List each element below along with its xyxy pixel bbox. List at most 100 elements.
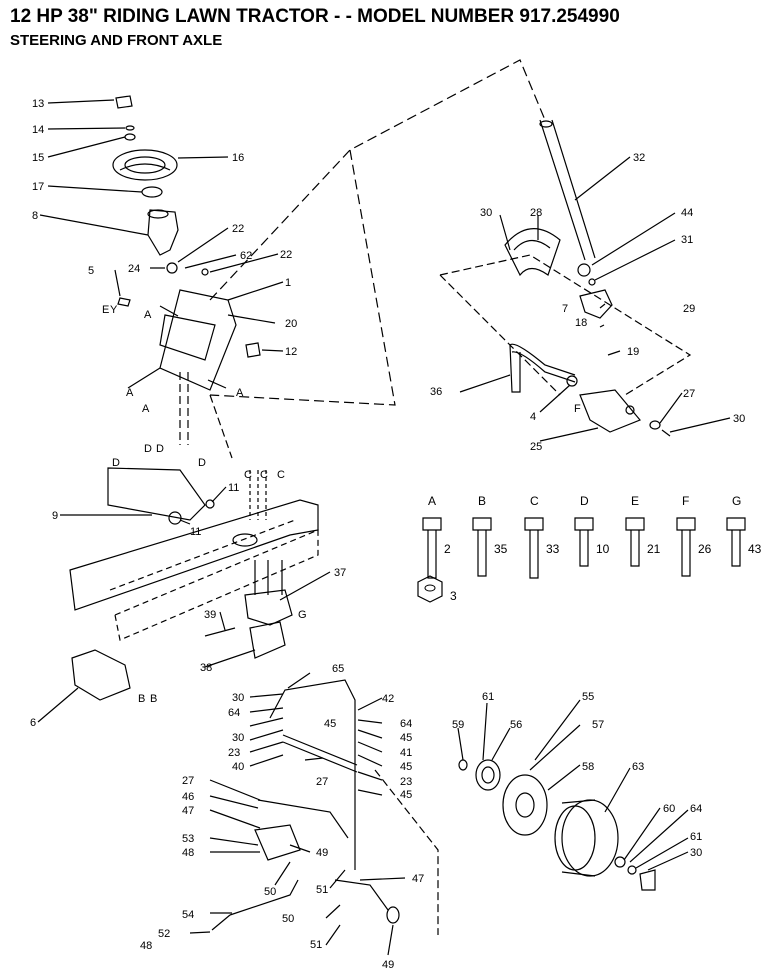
callout-7: 7 (562, 303, 568, 315)
hardware-part-number: 10 (596, 542, 610, 556)
callout-15: 15 (32, 152, 44, 164)
callout-Y: Y (110, 304, 118, 316)
callout-E: E (102, 304, 109, 316)
hardware-letter: F (682, 494, 689, 508)
callout-31: 31 (681, 234, 693, 246)
callout-30: 30 (480, 207, 492, 219)
callout-42: 42 (382, 693, 394, 705)
callout-11: 11 (228, 482, 239, 494)
hardware-item-B: B35 (472, 494, 508, 577)
callout-9: 9 (52, 510, 58, 522)
hardware-item-D: D 10 (574, 494, 610, 567)
callout-45: 45 (324, 718, 336, 730)
callout-41: 41 (400, 747, 412, 759)
hardware-part-number: 35 (494, 542, 508, 556)
rim-icon (502, 774, 548, 836)
callout-24: 24 (128, 263, 140, 275)
callout-C: C (260, 469, 268, 481)
callout-62: 62 (240, 250, 252, 262)
callout-B: B (150, 693, 157, 705)
callout-27: 27 (316, 776, 328, 788)
pivot-bracket-icon (244, 589, 293, 626)
callout-45: 45 (400, 761, 412, 773)
callout-53: 53 (182, 833, 194, 845)
callout-17: 17 (32, 181, 44, 193)
diagram-drawing (37, 59, 731, 956)
hardware-item-C: C33 (524, 494, 560, 579)
callout-55: 55 (582, 691, 594, 703)
callout-51: 51 (316, 884, 328, 896)
hardware-letter: D (580, 494, 589, 508)
callout-G: G (298, 609, 307, 621)
hardware-letter: E (631, 494, 639, 508)
callout-46: 46 (182, 791, 194, 803)
callout-27: 27 (683, 388, 695, 400)
hardware-letter: C (530, 494, 539, 508)
bolt-icon (625, 517, 645, 567)
callout-27: 27 (182, 775, 194, 787)
callout-25: 25 (530, 441, 542, 453)
callout-30: 30 (232, 692, 244, 704)
hardware-item-F: F 26 (676, 494, 712, 577)
callout-23: 23 (400, 776, 412, 788)
callout-64: 64 (228, 707, 240, 719)
steering-shaft-icon (539, 119, 596, 261)
callout-4: 4 (530, 411, 536, 423)
callout-5: 5 (88, 265, 94, 277)
callout-48: 48 (182, 847, 194, 859)
hub-cap-icon (639, 869, 656, 891)
callout-40: 40 (232, 761, 244, 773)
hardware-part-number: 26 (698, 542, 712, 556)
callout-D: D (156, 443, 164, 455)
callout-11: 11 (190, 526, 201, 538)
callout-47: 47 (182, 805, 194, 817)
hardware-part-number: 2 (444, 542, 451, 556)
callout-59: 59 (452, 719, 464, 731)
dash-panel-icon (159, 289, 237, 391)
callout-16: 16 (232, 152, 244, 164)
callout-45: 45 (400, 732, 412, 744)
bolt-icon (472, 517, 492, 577)
callout-A: A (144, 309, 152, 321)
callout-A: A (126, 387, 134, 399)
callout-36: 36 (430, 386, 442, 398)
callout-22: 22 (232, 223, 244, 235)
callout-61: 61 (482, 691, 494, 703)
callout-30: 30 (232, 732, 244, 744)
bolt-icon (574, 517, 594, 567)
callout-32: 32 (633, 152, 645, 164)
callout-1: 1 (285, 277, 291, 289)
callout-30: 30 (733, 413, 745, 425)
callout-29: 29 (683, 303, 695, 315)
callout-61: 61 (690, 831, 702, 843)
sector-gear-icon (504, 228, 561, 277)
support-plate-icon (107, 467, 206, 521)
callout-64: 64 (400, 718, 412, 730)
callout-23: 23 (228, 747, 240, 759)
hardware-part-number: 21 (647, 542, 661, 556)
callout-56: 56 (510, 719, 522, 731)
hardware-letter: A (428, 494, 436, 508)
callout-C: C (277, 469, 285, 481)
callout-13: 13 (32, 98, 44, 110)
callout-B: B (138, 693, 145, 705)
hardware-part-number: 43 (748, 542, 762, 556)
page-subtitle: STEERING AND FRONT AXLE (10, 32, 223, 49)
callout-44: 44 (681, 207, 693, 219)
pitman-arm-icon (509, 343, 576, 383)
callout-54: 54 (182, 909, 194, 921)
bolt-icon (676, 517, 696, 577)
bracket-icon (579, 389, 641, 433)
hardware-item-A: A2 (422, 494, 451, 579)
callout-A: A (142, 403, 150, 415)
callout-57: 57 (592, 719, 604, 731)
callout-8: 8 (32, 210, 38, 222)
callout-18: 18 (575, 317, 587, 329)
bumper-bracket-icon (71, 649, 131, 701)
callout-51: 51 (310, 939, 322, 951)
callout-60: 60 (663, 803, 675, 815)
steering-wheel-icon (112, 149, 178, 181)
callout-F: F (574, 403, 581, 415)
hardware-letter: G (732, 494, 741, 508)
